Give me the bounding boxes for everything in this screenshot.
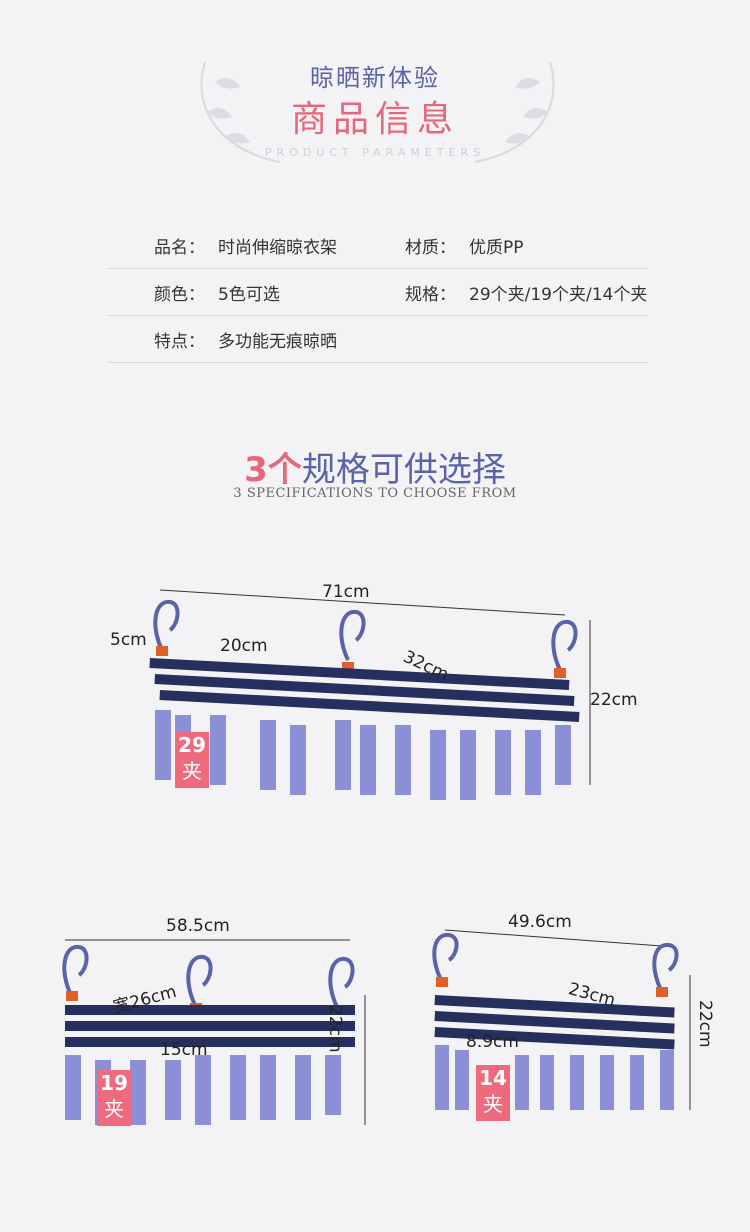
large-clip-count-badge: 29 夹 [175,732,209,788]
large-clip-unit: 夹 [182,759,202,783]
medium-width-label: 58.5cm [166,916,230,936]
medium-spacing-label: 15cm [160,1040,208,1060]
spec-label: 规格： [405,285,456,305]
section-title: 3个规格可供选择 [0,442,750,491]
spec-table: 品名： 时尚伸缩晾衣架 材质： 优质PP 颜色： 5色可选 规格： 29个夹/1… [108,222,648,363]
large-width-label: 71cm [322,582,370,602]
header-subtitle: PRODUCT PARAMETERS [264,146,486,159]
header-title-main: 商品信息 [290,99,459,140]
large-hook-label: 5cm [110,630,147,650]
hanger-medium-image [62,939,366,1125]
medium-clip-unit: 夹 [104,1097,124,1121]
spec-value: 时尚伸缩晾衣架 [218,238,337,258]
spec-row: 特点： 多功能无痕晾晒 [108,316,648,363]
small-clip-count: 14 [479,1066,507,1090]
hanger-small-image [432,929,691,1110]
small-spacing-label: 8.9cm [466,1032,519,1052]
left-floral-ornament [200,61,281,163]
spec-value: 29个夹/19个夹/14个夹 [469,285,648,305]
small-width-label: 49.6cm [508,912,572,932]
section-title-number: 3个 [244,450,302,490]
spec-label: 特点： [154,332,205,352]
large-spacing-label: 20cm [220,636,268,656]
spec-value: 多功能无痕晾晒 [218,332,337,352]
spec-row: 品名： 时尚伸缩晾衣架 材质： 优质PP [108,222,648,269]
spec-value: 5色可选 [218,285,280,305]
section-title-text: 规格可供选择 [301,450,506,490]
section-subtitle: 3 SPECIFICATIONS TO CHOOSE FROM [233,486,517,501]
spec-label: 材质： [405,238,456,258]
large-clip-count: 29 [178,733,206,757]
hanger-large-image [149,589,591,800]
small-clip-count-badge: 14 夹 [476,1065,510,1121]
header-banner: 晾晒新体验 商品信息 PRODUCT PARAMETERS [0,0,750,190]
small-clip-unit: 夹 [483,1092,503,1116]
header-title-top: 晾晒新体验 [310,64,440,92]
small-height-label: 22cm [695,1000,715,1048]
spec-label: 品名： [154,238,205,258]
medium-clip-count: 19 [100,1071,128,1095]
spec-row: 颜色： 5色可选 规格： 29个夹/19个夹/14个夹 [108,269,648,316]
large-height-label: 22cm [590,690,638,710]
spec-label: 颜色： [154,285,205,305]
spec-value: 优质PP [469,238,524,258]
right-floral-ornament [474,61,555,163]
medium-clip-count-badge: 19 夹 [97,1070,131,1126]
medium-height-label: 22cm [325,1005,345,1053]
